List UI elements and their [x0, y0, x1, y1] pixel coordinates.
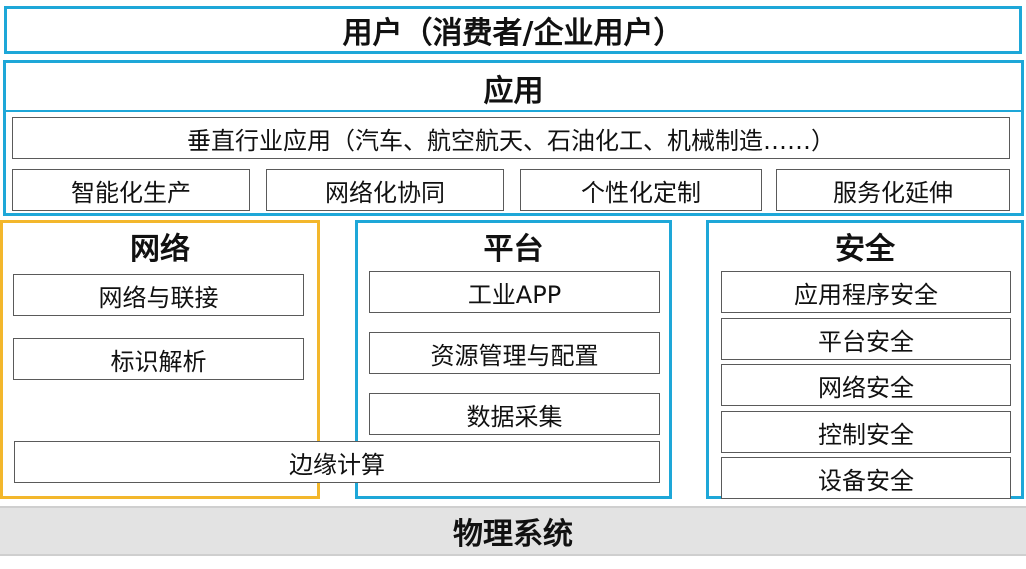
physical-system-layer: 物理系统 — [0, 506, 1026, 556]
vertical-industry-applications: 垂直行业应用（汽车、航空航天、石油化工、机械制造……） — [12, 117, 1010, 159]
network-column-title: 网络 — [130, 232, 190, 267]
security-column-title: 安全 — [835, 232, 895, 267]
mode-personalized-customization: 个性化定制 — [520, 169, 762, 211]
application-title-divider — [6, 110, 1021, 112]
security-item-control: 控制安全 — [721, 411, 1011, 453]
network-column — [0, 220, 320, 499]
security-item-device: 设备安全 — [721, 457, 1011, 499]
network-item-identifier-resolution: 标识解析 — [13, 338, 304, 380]
security-item-network: 网络安全 — [721, 364, 1011, 406]
platform-item-industrial-app: 工业APP — [369, 271, 660, 313]
user-layer-title: 用户（消费者/企业用户） — [342, 16, 684, 51]
network-item-connectivity: 网络与联接 — [13, 274, 304, 316]
platform-item-resource-management: 资源管理与配置 — [369, 332, 660, 374]
platform-item-data-collection: 数据采集 — [369, 393, 660, 435]
security-item-platform: 平台安全 — [721, 318, 1011, 360]
application-layer — [3, 60, 1024, 216]
platform-column-title: 平台 — [483, 232, 544, 267]
platform-column — [355, 220, 672, 499]
mode-networked-collaboration: 网络化协同 — [266, 169, 504, 211]
mode-service-extension: 服务化延伸 — [776, 169, 1010, 211]
application-layer-title: 应用 — [483, 74, 544, 109]
user-layer: 用户（消费者/企业用户） — [4, 6, 1022, 54]
security-item-application: 应用程序安全 — [721, 271, 1011, 313]
edge-computing: 边缘计算 — [14, 441, 660, 483]
physical-system-title: 物理系统 — [453, 517, 573, 552]
mode-intelligent-production: 智能化生产 — [12, 169, 250, 211]
